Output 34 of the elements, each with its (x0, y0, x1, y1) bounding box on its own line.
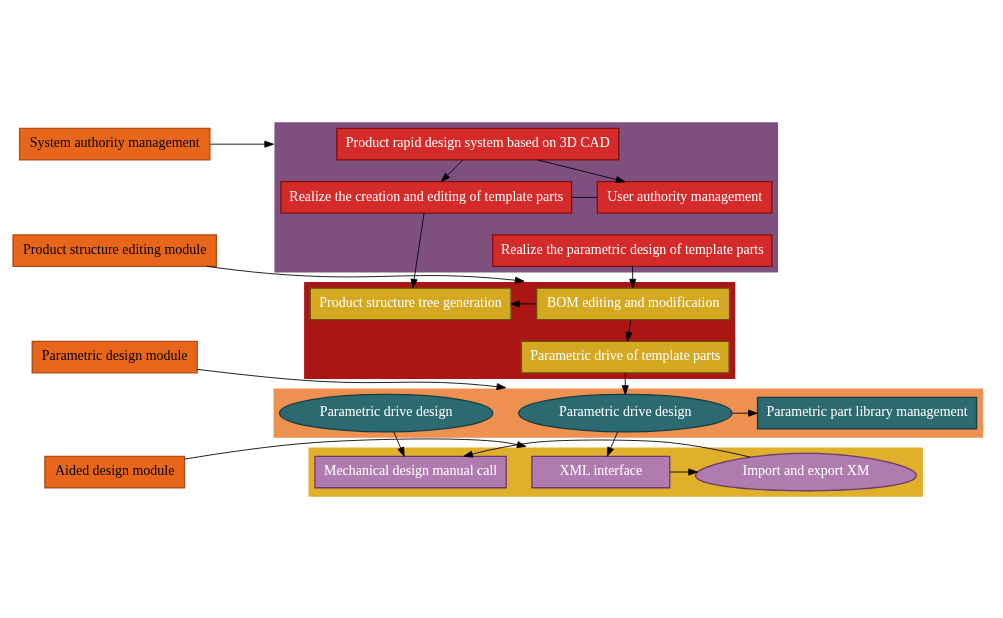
node-box: Aided design module (43, 455, 185, 488)
arrow (606, 430, 618, 457)
node-box: Realize the parametric design of template parts (491, 233, 773, 267)
node-box: Mechanical design manual call (313, 455, 507, 488)
node-ellipse: Parametric drive design (278, 393, 493, 433)
node-box: Parametric design module (31, 340, 198, 373)
arrow (206, 265, 524, 284)
cluster (272, 120, 780, 274)
arrow (410, 212, 424, 288)
arrow (440, 159, 463, 182)
arrow (624, 318, 632, 342)
arrow (196, 368, 506, 390)
arrow (392, 430, 405, 457)
arrow (669, 468, 698, 475)
arrow (462, 439, 751, 458)
node-box: Product structure tree generation (309, 287, 512, 320)
connector (570, 196, 598, 198)
node-box: User authority management (596, 180, 773, 214)
arrow (510, 299, 537, 307)
arrow (731, 409, 758, 417)
node-box: BOM editing and modification (535, 287, 730, 320)
node-box: XML interface (530, 455, 670, 488)
node-box: Parametric drive of template parts (520, 340, 730, 373)
node-box: Realize the creation and editing of template parts (279, 180, 572, 214)
node-box: Parametric part library management (756, 396, 977, 430)
arrow (621, 371, 629, 395)
arrow (628, 265, 636, 288)
arrow (183, 438, 526, 460)
node-ellipse: Parametric drive design (517, 393, 733, 433)
arrow (209, 140, 274, 148)
node-box: System authority management (18, 127, 210, 161)
arrow (536, 159, 625, 183)
node-box: Product structure editing module (11, 233, 217, 267)
node-box: Product rapid design system based on 3D CAD (335, 127, 619, 161)
